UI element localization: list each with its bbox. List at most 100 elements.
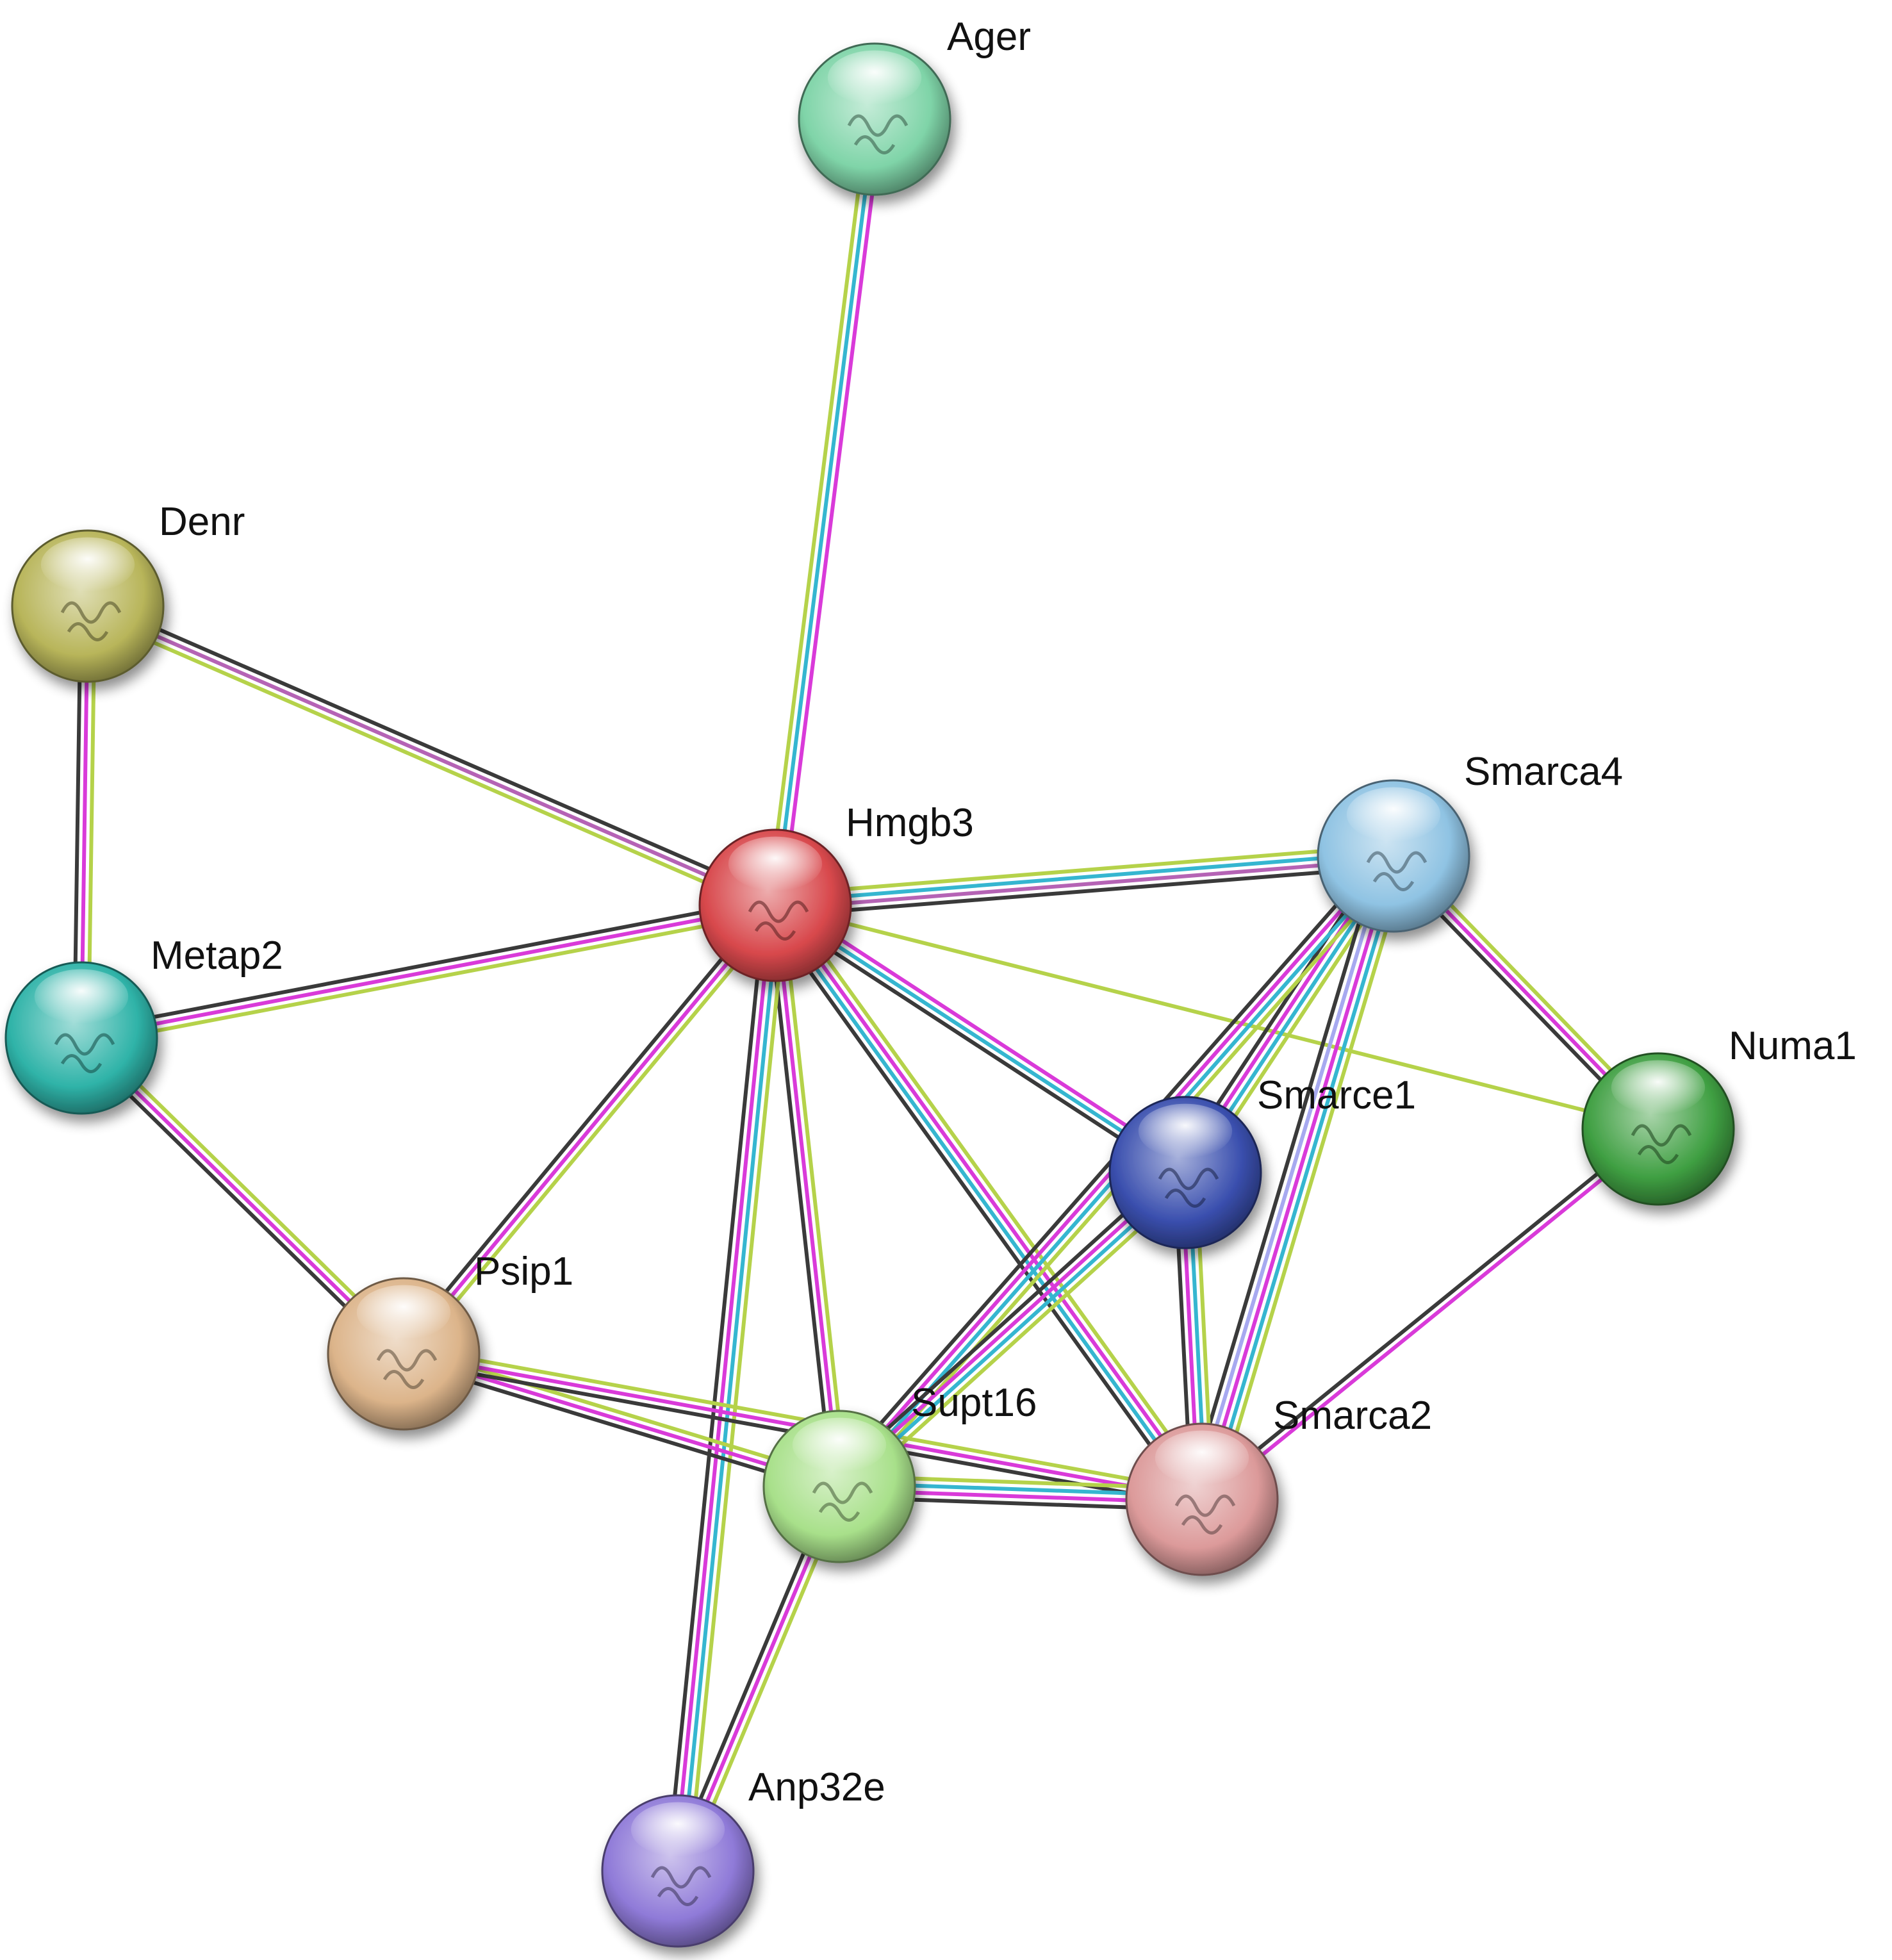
edge-line-magenta (402, 903, 777, 1356)
edge-line-cyan (770, 905, 1201, 1504)
edge-line-olive (782, 897, 1213, 1495)
edge-hmgb3-smarca2 (764, 897, 1213, 1508)
edge-hmgb3-metap2 (78, 896, 779, 1047)
edge-line-black (396, 898, 772, 1351)
node-label: Psip1 (474, 1249, 573, 1294)
edges-layer (72, 116, 1665, 1876)
node-smarca4[interactable]: Smarca4 (1317, 750, 1623, 933)
protein-structure-icon (54, 1033, 115, 1073)
edge-hmgb3-psip1 (396, 898, 783, 1361)
node-ager[interactable]: Ager (798, 15, 1031, 196)
edge-numa1-smarca2 (1197, 1124, 1663, 1504)
node-label: Smarca4 (1464, 750, 1623, 794)
protein-structure-icon (650, 1866, 712, 1906)
edge-line-black (1197, 1124, 1658, 1499)
node-label: Supt16 (911, 1381, 1037, 1425)
edge-line-black (764, 909, 1196, 1508)
protein-structure-icon (1631, 1124, 1692, 1164)
edge-smarce1-supt16 (830, 1162, 1195, 1497)
node-label: Ager (947, 15, 1031, 59)
node-label: Smarce1 (1257, 1073, 1416, 1117)
node-gloss (356, 1285, 451, 1340)
edge-line-magenta (1202, 1130, 1663, 1504)
edge-line-black (1186, 850, 1382, 1497)
edge-line-black (78, 896, 776, 1034)
edge-line-magenta (79, 903, 777, 1040)
edge-line-lavender (1193, 852, 1389, 1499)
edge-line-magenta (776, 901, 1207, 1499)
node-gloss (40, 537, 135, 592)
edge-line-magenta (672, 903, 774, 1873)
edge-line-purple (773, 857, 1396, 911)
node-gloss (728, 836, 823, 891)
node-psip1[interactable]: Psip1 (327, 1249, 573, 1431)
protein-structure-icon (1366, 851, 1427, 891)
node-gloss (1611, 1060, 1706, 1115)
node-gloss (1155, 1430, 1249, 1485)
protein-structure-icon (1174, 1494, 1236, 1535)
edge-line-black (766, 904, 835, 1490)
edge-line-magenta (773, 903, 841, 1488)
edge-hmgb3-numa1 (773, 903, 1660, 1131)
edge-line-olive (773, 903, 1660, 1131)
edge-line-cyan (839, 1173, 1190, 1492)
edge-line-olive (772, 843, 1395, 897)
protein-structure-icon (60, 601, 122, 641)
edge-line-magenta (835, 1167, 1185, 1486)
node-denr[interactable]: Denr (11, 500, 245, 683)
edge-line-olive (1213, 858, 1410, 1506)
edge-hmgb3-smarca4 (772, 843, 1397, 918)
protein-structure-icon (376, 1349, 438, 1389)
edge-hmgb3-denr (83, 597, 780, 914)
edge-line-magenta (1200, 854, 1395, 1501)
node-label: Anp32e (748, 1765, 885, 1809)
edge-line-cyan (773, 850, 1395, 904)
edge-hmgb3-supt16 (766, 902, 848, 1490)
protein-structure-icon (812, 1481, 873, 1522)
edge-hmgb3-smarce1 (769, 897, 1192, 1181)
edge-line-olive (407, 908, 783, 1361)
node-gloss (34, 969, 129, 1024)
node-supt16[interactable]: Supt16 (762, 1381, 1037, 1563)
edge-line-black (829, 847, 1388, 1482)
edge-hmgb3-anp32e (665, 902, 788, 1874)
protein-structure-icon (847, 114, 909, 154)
node-gloss (1346, 787, 1441, 842)
node-label: Denr (159, 500, 245, 544)
node-anp32e[interactable]: Anp32e (601, 1765, 885, 1948)
edge-line-cyan (773, 117, 876, 907)
edge-line-olive (81, 910, 779, 1047)
edge-line-olive (844, 1178, 1195, 1497)
edge-line-cyan (1206, 856, 1403, 1504)
edge-line-black (769, 909, 1183, 1181)
node-metap2[interactable]: Metap2 (4, 934, 283, 1115)
node-gloss (630, 1802, 725, 1857)
node-label: Smarca2 (1273, 1394, 1432, 1438)
node-label: Hmgb3 (846, 801, 974, 845)
node-label: Metap2 (151, 934, 283, 978)
edge-line-olive (766, 116, 870, 907)
edge-line-black (830, 1162, 1180, 1481)
edge-line-olive (780, 902, 848, 1488)
edge-line-cyan (679, 903, 781, 1874)
edge-line-magenta (780, 118, 884, 909)
edge-smarca4-smarca2 (1186, 850, 1410, 1506)
edge-line-cyan (773, 903, 1187, 1174)
node-gloss (792, 1417, 887, 1472)
edge-line-purple (86, 604, 777, 907)
protein-structure-icon (1158, 1167, 1219, 1208)
edge-line-black (665, 902, 767, 1872)
node-numa1[interactable]: Numa1 (1581, 1024, 1857, 1206)
edge-line-black (774, 864, 1397, 918)
node-smarce1[interactable]: Smarce1 (1108, 1073, 1416, 1249)
edge-line-magenta (777, 897, 1192, 1169)
node-label: Numa1 (1729, 1024, 1857, 1068)
node-gloss (1138, 1103, 1233, 1158)
node-smarca2[interactable]: Smarca2 (1125, 1394, 1432, 1576)
edge-hmgb3-ager (766, 116, 884, 909)
node-hmgb3[interactable]: Hmgb3 (698, 801, 974, 982)
edge-line-olive (83, 611, 775, 914)
edge-line-olive (686, 904, 788, 1874)
